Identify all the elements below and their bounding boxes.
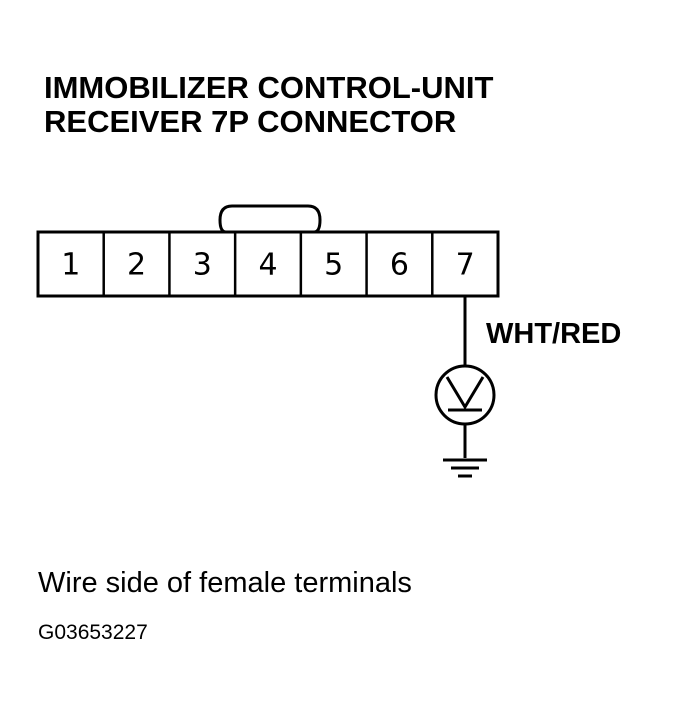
figure-code: G03653227 xyxy=(38,621,148,644)
connector-lock-tab xyxy=(218,204,322,234)
title-line-1: IMMOBILIZER CONTROL-UNIT xyxy=(44,70,494,105)
connector-housing xyxy=(36,230,500,298)
pin-number-3: 3 xyxy=(193,248,212,283)
caption: Wire side of female terminals xyxy=(38,567,412,599)
ground-icon xyxy=(443,458,487,478)
voltmeter-icon xyxy=(434,364,496,426)
pin-number-1: 1 xyxy=(61,248,80,283)
pin-number-4: 4 xyxy=(258,248,277,283)
pin-number-2: 2 xyxy=(127,248,146,283)
pin-number-7: 7 xyxy=(456,248,475,283)
pin-number-5: 5 xyxy=(324,248,343,283)
connector-7p: 1 2 3 4 5 6 7 xyxy=(36,230,500,298)
pin-number-6: 6 xyxy=(390,248,409,283)
wire-color-label: WHT/RED xyxy=(486,318,621,350)
title-line-2: RECEIVER 7P CONNECTOR xyxy=(44,104,456,139)
